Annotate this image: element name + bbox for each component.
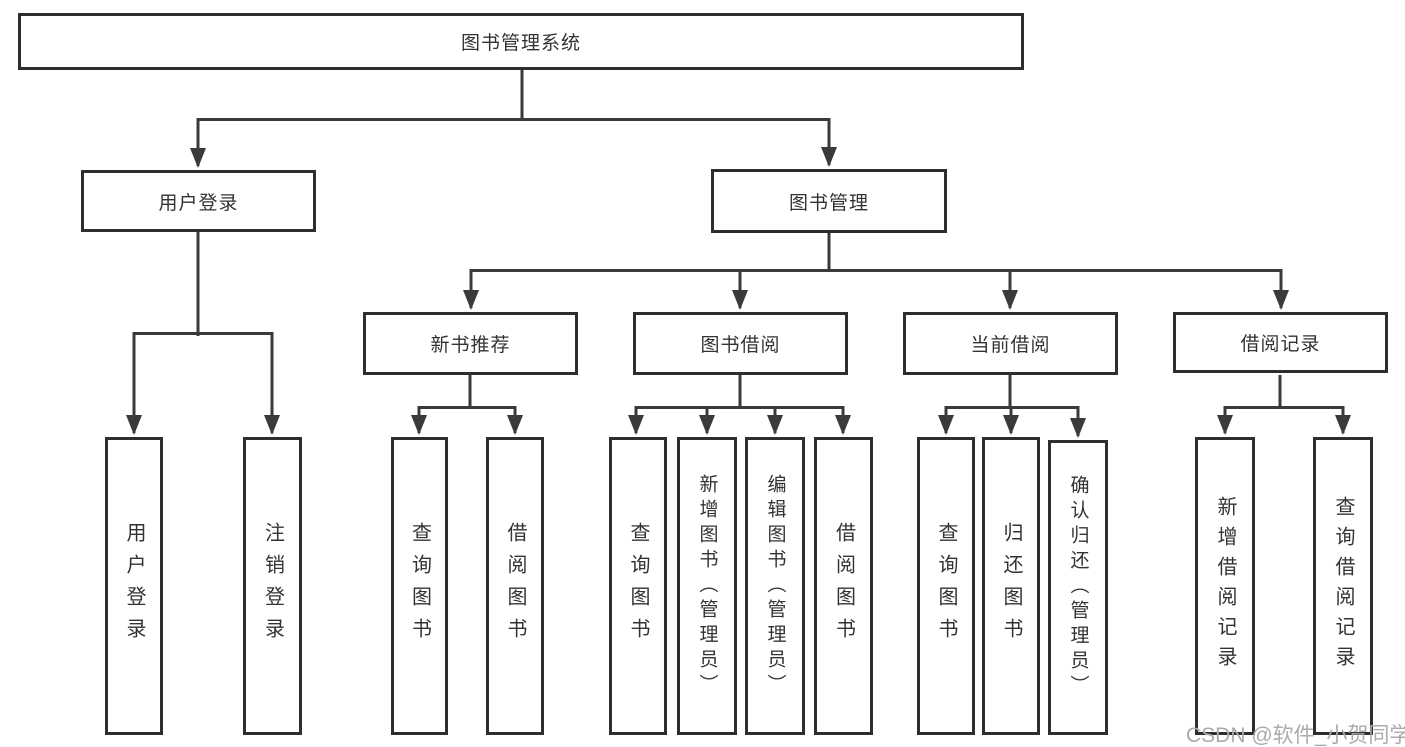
leaf-borrowing-add-books-admin-label: 新增图书（管理员） — [696, 473, 718, 699]
node-book-borrowing: 图书借阅 — [633, 312, 848, 375]
leaf-current-query-books-label: 查询图书 — [935, 522, 957, 650]
leaf-current-return-books-label: 归还图书 — [1000, 522, 1022, 650]
node-root: 图书管理系统 — [18, 13, 1024, 70]
leaf-current-query-books: 查询图书 — [917, 437, 975, 735]
node-new-book-recommend: 新书推荐 — [363, 312, 578, 375]
watermark: CSDN @软件_小贺同学 — [1186, 724, 1405, 747]
leaf-borrowing-query-books: 查询图书 — [609, 437, 667, 735]
leaf-user-login-label: 用户登录 — [123, 522, 145, 650]
node-book-borrowing-label: 图书借阅 — [700, 335, 781, 356]
node-root-label: 图书管理系统 — [460, 33, 581, 54]
node-borrowing-records: 借阅记录 — [1173, 312, 1388, 373]
node-new-book-recommend-label: 新书推荐 — [430, 335, 511, 356]
leaf-recommend-borrow-books: 借阅图书 — [486, 437, 544, 735]
leaf-current-confirm-return-admin: 确认归还（管理员） — [1048, 440, 1108, 735]
leaf-recommend-query-books-label: 查询图书 — [408, 522, 431, 650]
node-user-login-label: 用户登录 — [158, 192, 239, 214]
leaf-current-return-books: 归还图书 — [982, 437, 1040, 735]
leaf-records-query-record: 查询借阅记录 — [1313, 437, 1373, 735]
node-book-management: 图书管理 — [711, 169, 947, 233]
leaf-logout-label: 注销登录 — [261, 522, 284, 650]
node-current-borrowing: 当前借阅 — [903, 312, 1118, 375]
leaf-borrowing-borrow-books: 借阅图书 — [814, 437, 873, 735]
leaf-borrowing-edit-books-admin: 编辑图书（管理员） — [745, 437, 805, 735]
leaf-records-query-record-label: 查询借阅记录 — [1332, 496, 1354, 676]
leaf-records-add-record-label: 新增借阅记录 — [1214, 496, 1236, 676]
leaf-borrowing-query-books-label: 查询图书 — [627, 522, 649, 650]
node-book-management-label: 图书管理 — [788, 192, 869, 214]
leaf-records-add-record: 新增借阅记录 — [1195, 437, 1255, 735]
leaf-borrowing-borrow-books-label: 借阅图书 — [832, 522, 855, 650]
leaf-borrowing-edit-books-admin-label: 编辑图书（管理员） — [764, 473, 786, 699]
leaf-logout: 注销登录 — [243, 437, 302, 735]
leaf-recommend-borrow-books-label: 借阅图书 — [504, 522, 526, 650]
leaf-current-confirm-return-admin-label: 确认归还（管理员） — [1067, 475, 1089, 700]
node-current-borrowing-label: 当前借阅 — [970, 335, 1051, 356]
leaf-user-login: 用户登录 — [105, 437, 163, 735]
leaf-borrowing-add-books-admin: 新增图书（管理员） — [677, 437, 737, 735]
node-borrowing-records-label: 借阅记录 — [1240, 334, 1321, 355]
leaf-recommend-query-books: 查询图书 — [391, 437, 448, 735]
node-user-login: 用户登录 — [81, 170, 316, 232]
